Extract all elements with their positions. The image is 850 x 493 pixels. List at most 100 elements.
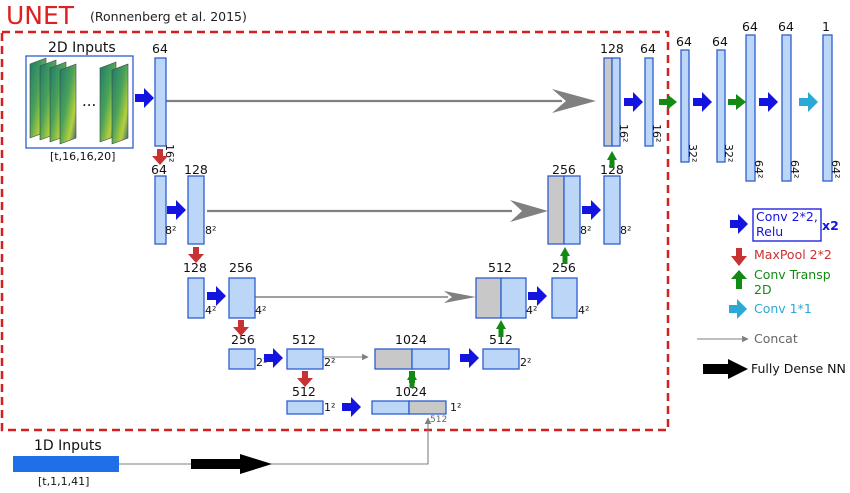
conv-arrow-icon xyxy=(207,286,226,306)
dec-d3-concat-channels: 512 xyxy=(488,260,512,275)
enc-l5-size: 1² xyxy=(324,401,335,414)
enc-block-l1 xyxy=(154,57,167,147)
inputs-2d-label: 2D Inputs xyxy=(48,40,116,56)
conv-arrow-icon xyxy=(460,348,479,368)
enc-block-l3a xyxy=(187,277,205,319)
maxpool-arrow-icon xyxy=(188,247,204,263)
bottleneck-concat-channels: 512 xyxy=(430,415,447,425)
bottleneck: 1024 1² 512 xyxy=(371,384,461,425)
dec-concat-d3-blue xyxy=(500,277,527,319)
head-block-5 xyxy=(822,34,833,182)
legend-maxpool: MaxPool 2*2 xyxy=(754,247,832,262)
enc-l3-size-b: 4² xyxy=(255,304,266,317)
dec-d3-out-channels: 256 xyxy=(552,260,576,275)
conv-arrow-icon xyxy=(167,200,186,220)
bottleneck-block-b xyxy=(408,400,447,415)
enc-l2-size-b: 8² xyxy=(205,224,216,237)
head-size-3: 64² xyxy=(752,160,765,178)
maxpool-arrow-icon xyxy=(233,320,249,336)
enc-l2-ch-b: 128 xyxy=(184,162,208,177)
dec-concat-d1-grey xyxy=(603,57,613,147)
head-size-2: 32² xyxy=(722,144,735,162)
head-block-4 xyxy=(781,34,792,182)
dense-connection xyxy=(119,417,432,465)
legend-dense-arrow-icon xyxy=(703,359,748,379)
legend-times: x2 xyxy=(822,218,839,233)
enc-block-l3b xyxy=(228,277,256,319)
dec-d2-out-channels: 128 xyxy=(600,162,624,177)
unet-frame xyxy=(0,30,670,432)
maxpool-arrows xyxy=(152,149,313,387)
conv-arrow-icon xyxy=(342,397,361,417)
enc-l4-ch-b: 512 xyxy=(292,332,316,347)
legend-conv-arrow-icon xyxy=(730,214,748,234)
enc-block-l2b xyxy=(187,175,205,245)
maxpool-arrow-icon xyxy=(297,371,313,387)
bottleneck-size: 1² xyxy=(450,401,461,414)
dec-concat-d1-blue xyxy=(611,57,621,147)
dec-d1-concat-channels: 128 xyxy=(600,41,624,56)
enc-l2-ch-a: 64 xyxy=(151,162,167,177)
transp-arrow-icon xyxy=(728,94,746,110)
inputs-1d-bar xyxy=(13,456,119,472)
enc-block-l2a xyxy=(154,175,167,245)
dec-d2-size: 8² xyxy=(620,224,631,237)
enc-block-l4a xyxy=(228,348,256,370)
transp-arrows xyxy=(407,94,746,388)
transp-arrow-icon xyxy=(560,247,570,264)
conv-arrow-icon xyxy=(135,88,154,108)
dec-concat-d4-grey xyxy=(374,348,413,370)
dec-concat-d3-grey xyxy=(475,277,502,319)
enc-l4-ch-a: 256 xyxy=(231,332,255,347)
input-maps xyxy=(29,57,129,145)
legend-conv-box xyxy=(752,208,822,242)
enc-l1-channels: 64 xyxy=(152,41,168,56)
conv-arrow-icon xyxy=(624,92,643,112)
dec-d3-size: 4² xyxy=(578,304,589,317)
head-size-5: 64² xyxy=(829,160,842,178)
bottleneck-channels: 1024 xyxy=(395,384,427,399)
dec-d1-concat-size: 16² xyxy=(617,124,630,142)
head-ch-2: 64 xyxy=(712,34,728,49)
head-ch-4: 64 xyxy=(778,19,794,34)
enc-l4-size-a: 2² xyxy=(256,356,267,369)
inputs-2d-shape: [t,16,16,20] xyxy=(50,150,115,163)
enc-block-l5 xyxy=(286,400,324,415)
dec-d1-size: 16² xyxy=(650,124,663,142)
title: UNET xyxy=(6,1,75,30)
skip-connections xyxy=(166,89,596,361)
enc-block-l4b xyxy=(286,348,324,370)
legend-transp-1: Conv Transp xyxy=(754,267,831,282)
head-block-3 xyxy=(745,34,756,182)
dec-block-d3 xyxy=(551,277,578,319)
head-ch-3: 64 xyxy=(742,19,758,34)
transp-arrow-icon xyxy=(407,371,417,388)
dec-d4-size: 2² xyxy=(520,356,531,369)
dec-block-d1 xyxy=(644,57,654,147)
conv-arrow-icon xyxy=(693,92,712,112)
conv-arrow-icon xyxy=(582,200,601,220)
enc-l3-ch-a: 128 xyxy=(183,260,207,275)
enc-l5-channels: 512 xyxy=(292,384,316,399)
input-ellipsis: ... xyxy=(82,92,96,110)
skip-arrowhead-3 xyxy=(444,291,476,303)
bottleneck-block-a xyxy=(371,400,410,415)
output-head: 64 64 64 64 1 32² 32² 64² 64² 64² xyxy=(676,19,842,182)
head-block-2 xyxy=(716,49,726,163)
skip-arrowhead-2 xyxy=(510,200,548,222)
legend-transp-arrow-icon xyxy=(731,270,747,289)
dec-d3-concat-size: 4² xyxy=(526,304,537,317)
enc-l3-size-a: 4² xyxy=(205,304,216,317)
transp-arrow-icon xyxy=(496,320,506,337)
head-ch-1: 64 xyxy=(676,34,692,49)
dec-block-d2 xyxy=(603,175,621,245)
head-size-1: 32² xyxy=(686,144,699,162)
head-ch-5: 1 xyxy=(822,19,830,34)
inputs-2d-panel: 2D Inputs ... [t,16,16,20] xyxy=(25,40,134,163)
conv-arrows xyxy=(135,88,778,417)
dec-block-d4 xyxy=(482,348,520,370)
transp-arrow-icon xyxy=(659,94,677,110)
conv11-arrow-icon xyxy=(799,92,818,112)
dec-d2-concat-channels: 256 xyxy=(552,162,576,177)
